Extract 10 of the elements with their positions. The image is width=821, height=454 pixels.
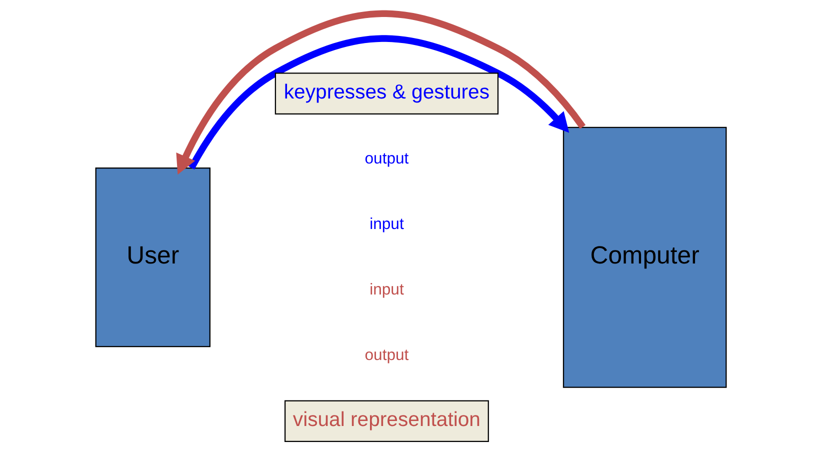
node-box: Computer (562, 126, 726, 388)
node-box: User (94, 167, 210, 347)
node-box: visual representation (284, 400, 488, 442)
arrow (188, 34, 569, 169)
label: input (369, 280, 404, 298)
label: output (364, 346, 408, 364)
label: input (369, 215, 404, 232)
label: output (364, 150, 408, 167)
node-box: keypresses & gestures (274, 72, 498, 114)
arrow (176, 10, 586, 174)
